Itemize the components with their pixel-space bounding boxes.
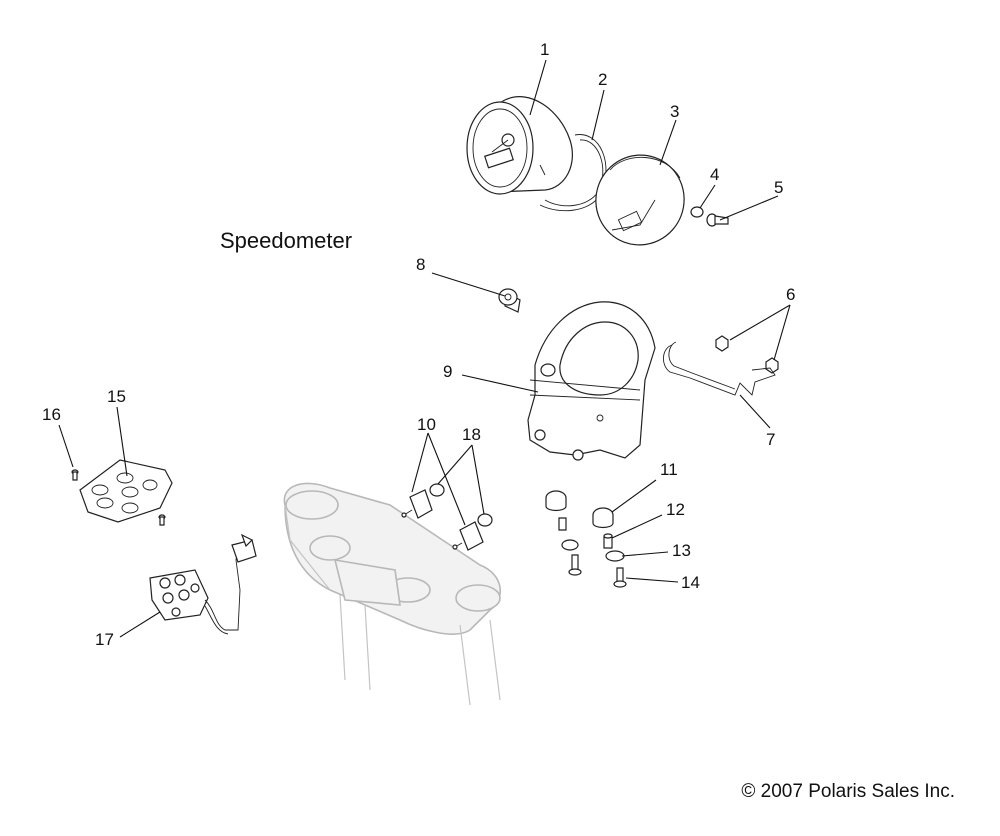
mounting-bracket-9 [527, 301, 656, 461]
washer-13 [605, 550, 625, 562]
callout-11: 11 [660, 460, 678, 479]
grommet-8 [498, 288, 521, 313]
callout-9: 9 [443, 362, 452, 381]
speedometer-gauge [466, 96, 573, 195]
spacer-12 [603, 533, 613, 549]
screw-14 [613, 567, 627, 588]
rubber-mount-10a [401, 489, 433, 519]
callout-1: 1 [540, 40, 549, 59]
callout-6: 6 [786, 285, 795, 304]
callout-17: 17 [95, 630, 114, 649]
callout-12: 12 [666, 500, 685, 519]
screw-5 [706, 213, 729, 227]
callout-14: 14 [681, 573, 700, 592]
callout-18: 18 [462, 425, 481, 444]
callout-labels: 1 2 3 4 5 6 7 8 9 10 11 12 13 14 15 16 1… [42, 40, 795, 649]
nut-6a [715, 335, 729, 352]
callout-8: 8 [416, 255, 425, 274]
screw-16 [71, 469, 79, 481]
washer-18b [477, 513, 493, 527]
wire-bracket-7 [663, 341, 776, 396]
triple-clamp-ghost [283, 482, 502, 706]
washer-4 [690, 206, 704, 218]
callout-2: 2 [598, 70, 607, 89]
switch-assembly-17 [149, 533, 257, 635]
screw-16b [158, 514, 166, 526]
callout-5: 5 [774, 178, 783, 197]
callout-10: 10 [417, 415, 436, 434]
switch-cover-15 [79, 459, 173, 523]
leader-lines [58, 59, 791, 638]
copyright-notice: © 2007 Polaris Sales Inc. [741, 781, 955, 802]
diagram-title: Speedometer [220, 228, 352, 253]
nut-6b [765, 357, 779, 374]
hardware-stack-left [545, 490, 582, 576]
callout-7: 7 [766, 430, 775, 449]
callout-13: 13 [672, 541, 691, 560]
callout-16: 16 [42, 405, 61, 424]
gauge-housing-cup [595, 154, 685, 246]
washer-18a [429, 483, 445, 497]
rubber-mount-10b [452, 521, 484, 551]
callout-15: 15 [107, 387, 126, 406]
grommet-11 [592, 507, 614, 529]
callout-3: 3 [670, 102, 679, 121]
callout-4: 4 [710, 165, 719, 184]
